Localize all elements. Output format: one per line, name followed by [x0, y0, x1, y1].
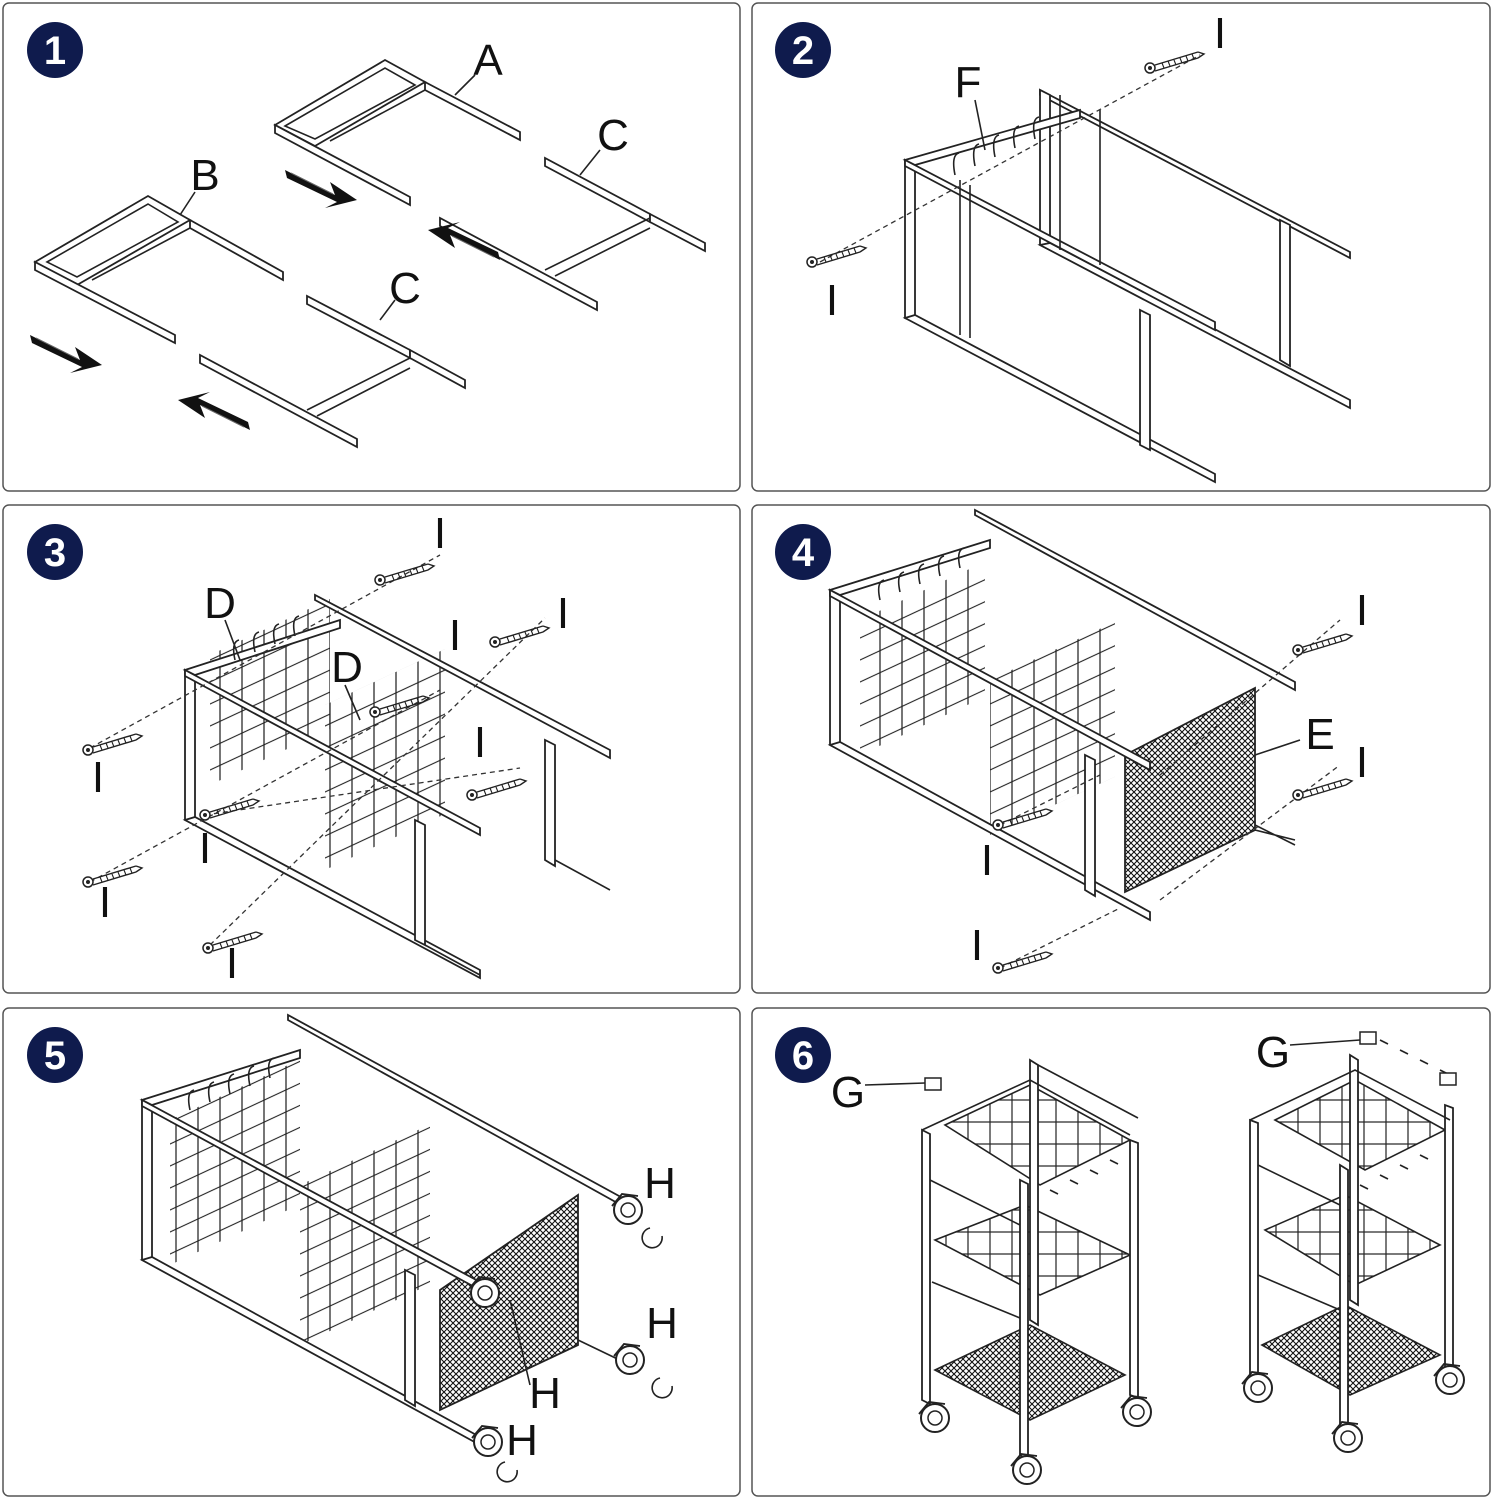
label-i: I [1214, 9, 1226, 58]
side-frame-assembly [902, 88, 1351, 484]
assembled-cart-right [1249, 1031, 1457, 1432]
step-2-panel: 2 F I I [751, 2, 1491, 492]
step-3-badge: 3 [27, 524, 83, 580]
label-i: I [449, 611, 461, 660]
label-f: F [955, 58, 982, 107]
step-3-number: 3 [44, 531, 66, 575]
label-i: I [434, 509, 446, 558]
label-i: I [474, 718, 486, 767]
label-c: C [389, 264, 421, 313]
step-6-badge: 6 [775, 1027, 831, 1083]
label-g: G [1256, 1028, 1290, 1077]
label-i: I [971, 921, 983, 970]
label-a: A [473, 36, 503, 85]
step-5-badge: 5 [27, 1027, 83, 1083]
step-1-panel: 1 [2, 2, 741, 492]
label-c: C [597, 111, 629, 160]
frame-with-grids [182, 593, 611, 980]
frame-upside-down-with-casters [139, 1013, 631, 1447]
label-b: B [190, 151, 219, 200]
step-3-panel: 3 D D I I I I I [2, 504, 741, 994]
label-i: I [99, 878, 111, 927]
step-4-badge: 4 [775, 524, 831, 580]
panel-border [751, 2, 1491, 492]
label-d: D [204, 579, 236, 628]
label-i: I [226, 939, 238, 988]
step-2-number: 2 [792, 29, 814, 73]
step-2-badge: 2 [775, 22, 831, 78]
step-1-number: 1 [44, 29, 66, 73]
part-c-frame-lower [199, 294, 466, 449]
panel-border [2, 2, 741, 492]
label-g: G [831, 1068, 865, 1117]
step-4-panel: 4 E I I I I [751, 504, 1491, 994]
label-i: I [1356, 586, 1368, 635]
label-h: H [646, 1299, 678, 1348]
step-1-badge: 1 [27, 22, 83, 78]
label-h: H [506, 1416, 538, 1465]
label-i: I [557, 589, 569, 638]
label-i: I [1356, 738, 1368, 787]
label-d: D [331, 643, 363, 692]
label-i: I [92, 753, 104, 802]
label-h: H [529, 1369, 561, 1418]
step-5-panel: 5 H H H H [2, 1007, 741, 1497]
label-i: I [981, 836, 993, 885]
part-a-frame [273, 58, 521, 207]
assembled-cart-left [921, 1058, 1139, 1462]
label-i: I [199, 824, 211, 873]
step-4-number: 4 [792, 531, 815, 575]
part-b-frame [33, 194, 284, 345]
label-h: H [644, 1159, 676, 1208]
step-6-panel: 6 [751, 1007, 1491, 1497]
label-e: E [1305, 710, 1334, 759]
step-5-number: 5 [44, 1034, 66, 1078]
label-i: I [826, 276, 838, 325]
frame-with-mesh-panel [827, 508, 1296, 922]
step-6-number: 6 [792, 1034, 814, 1078]
part-c-frame-upper [439, 156, 706, 312]
